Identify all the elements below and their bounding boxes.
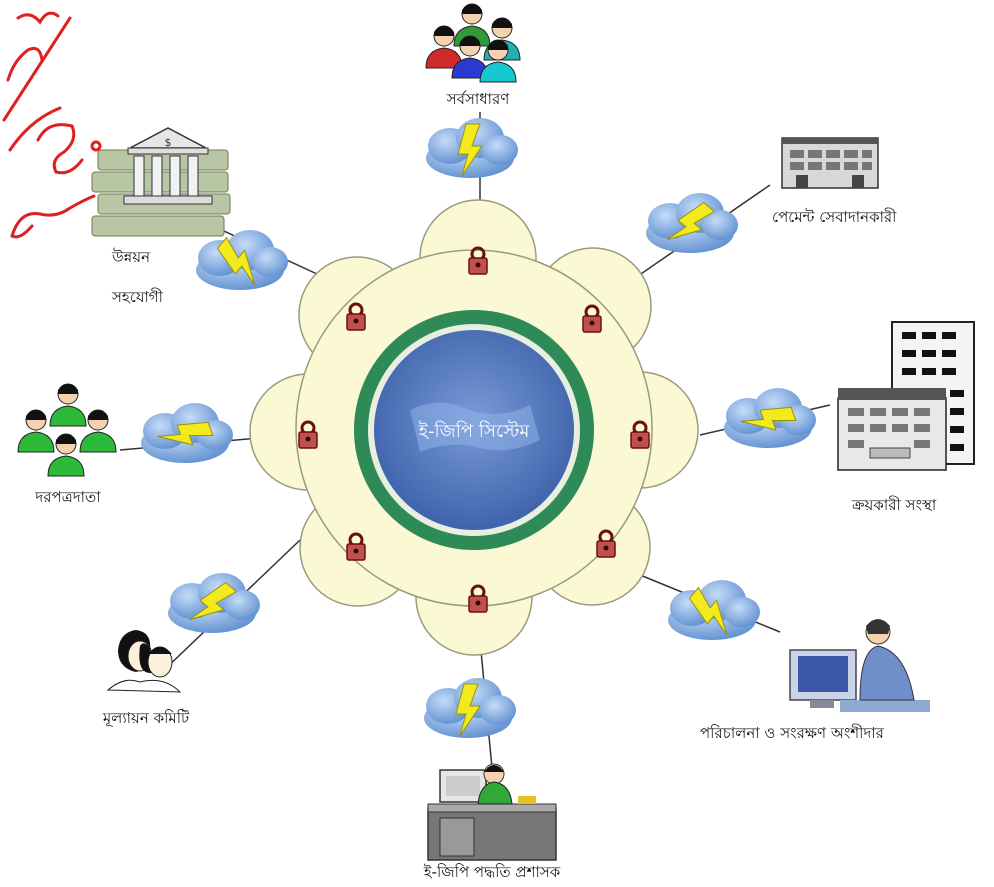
node-system-admin: ই-জিপি পদ্ধতি প্রশাসক (423, 763, 561, 881)
node-label-om-partner: পরিচালনা ও সংরক্ষণ অংশীদার (700, 724, 885, 742)
tenderer-group-icon (17, 383, 117, 477)
node-tenderer: দরপত্রদাতা (17, 383, 117, 506)
administrator-desk-icon (427, 763, 557, 861)
bank-with-money-icon: $ (91, 127, 231, 237)
node-procuring-entity: ক্রয়কারী সংস্থা (837, 321, 975, 514)
center-label: ই-জিপি সিস্টেম (418, 420, 531, 442)
node-label-public: সর্বসাধারণ (446, 90, 511, 108)
committee-people-icon (106, 630, 182, 693)
node-label-evaluation-committee: মূল্যায়ন কমিটি (102, 709, 190, 728)
node-payment-provider: পেমেন্ট সেবাদানকারী (772, 137, 897, 226)
people-group-icon (425, 3, 521, 83)
svg-text:$: $ (165, 136, 172, 149)
node-label-dev-partner-line2: সহযোগী (111, 288, 164, 306)
office-building-icon (837, 321, 975, 471)
bank-building-icon (781, 137, 879, 189)
node-dev-partner: $ উন্নয়ন সহযোগী (91, 127, 231, 306)
node-label-procuring-entity: ক্রয়কারী সংস্থা (851, 496, 937, 514)
node-evaluation-committee: মূল্যায়ন কমিটি (102, 630, 190, 728)
operator-at-computer-icon (789, 619, 930, 712)
globe-continents (410, 402, 540, 452)
handwritten-annotation (2, 11, 102, 239)
node-public: সর্বসাধারণ (425, 3, 521, 108)
node-label-dev-partner-line1: উন্নয়ন (111, 248, 151, 266)
node-label-tenderer: দরপত্রদাতা (34, 488, 101, 506)
node-label-payment-provider: পেমেন্ট সেবাদানকারী (772, 208, 897, 226)
node-om-partner: পরিচালনা ও সংরক্ষণ অংশীদার (700, 619, 930, 742)
node-label-system-admin: ই-জিপি পদ্ধতি প্রশাসক (423, 863, 561, 881)
